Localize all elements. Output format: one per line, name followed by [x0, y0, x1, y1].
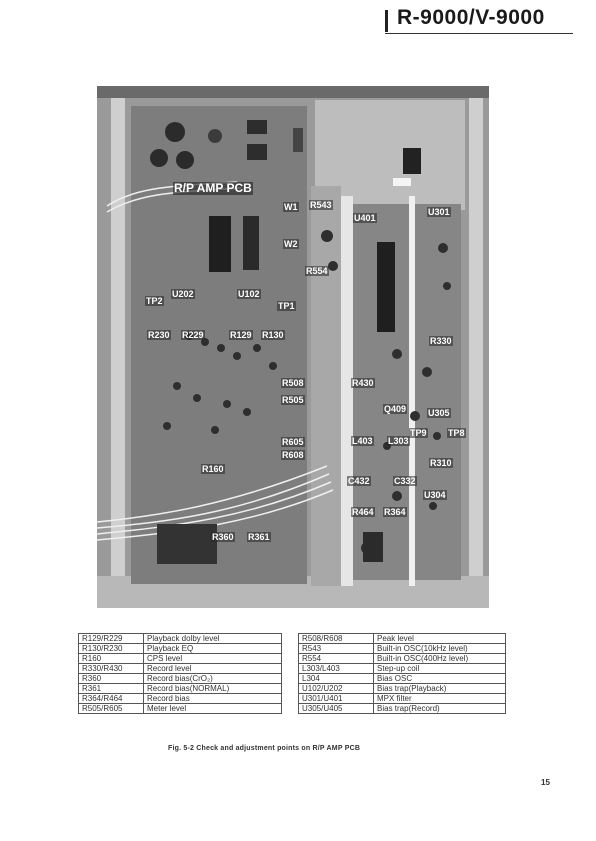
- label-r129: R129: [229, 330, 253, 340]
- label-r543: R543: [309, 200, 333, 210]
- label-w2: W2: [283, 239, 299, 249]
- part-ref: R505/R605: [78, 703, 144, 714]
- part-ref: R364/R464: [78, 693, 144, 704]
- label-tp2: TP2: [145, 296, 164, 306]
- label-tp9: TP9: [409, 428, 428, 438]
- pcb-photo: R/P AMP PCB W1 R543 U401 U301 W2 R554 TP…: [97, 86, 489, 608]
- part-function: Step-up coil: [373, 663, 506, 674]
- part-ref: R508/R608: [298, 633, 374, 644]
- label-r605: R605: [281, 437, 305, 447]
- pcb-photo-drawing: [97, 86, 489, 608]
- part-ref: R361: [78, 683, 144, 694]
- part-ref: R330/R430: [78, 663, 144, 674]
- label-u301: U301: [427, 207, 451, 217]
- board-title: R/P AMP PCB: [173, 181, 253, 195]
- label-u202: U202: [171, 289, 195, 299]
- label-r508: R508: [281, 378, 305, 388]
- part-function: Meter level: [143, 703, 282, 714]
- part-function: Record bias(CrO₂): [143, 673, 282, 684]
- part-ref: U102/U202: [298, 683, 374, 694]
- part-ref: R554: [298, 653, 374, 664]
- part-ref: R160: [78, 653, 144, 664]
- model-title: R-9000/V-9000: [397, 6, 545, 29]
- part-function: Playback EQ: [143, 643, 282, 654]
- part-function: MPX filter: [373, 693, 506, 704]
- label-u102: U102: [237, 289, 261, 299]
- label-r608: R608: [281, 450, 305, 460]
- label-r360: R360: [211, 532, 235, 542]
- label-w1: W1: [283, 202, 299, 212]
- label-q409: Q409: [383, 404, 408, 414]
- label-r229: R229: [181, 330, 205, 340]
- header-rule: [385, 33, 573, 34]
- label-c332: C332: [393, 476, 417, 486]
- part-ref: R130/R230: [78, 643, 144, 654]
- label-r330: R330: [429, 336, 453, 346]
- part-ref: R543: [298, 643, 374, 654]
- label-r310: R310: [429, 458, 453, 468]
- part-function: Bias OSC: [373, 673, 506, 684]
- part-function: Bias trap(Playback): [373, 683, 506, 694]
- part-function: CPS level: [143, 653, 282, 664]
- label-u401: U401: [353, 213, 377, 223]
- figure-caption: Fig. 5-2 Check and adjustment points on …: [168, 745, 361, 752]
- part-ref: L304: [298, 673, 374, 684]
- part-ref: U305/U405: [298, 703, 374, 714]
- label-r361: R361: [247, 532, 271, 542]
- part-ref: U301/U401: [298, 693, 374, 704]
- label-r554: R554: [305, 266, 329, 276]
- part-ref: L303/L403: [298, 663, 374, 674]
- page-header: R-9000/V-9000: [385, 4, 573, 34]
- part-function: Peak level: [373, 633, 506, 644]
- header-bar: [385, 10, 388, 32]
- label-r160: R160: [201, 464, 225, 474]
- label-tp1: TP1: [277, 301, 296, 311]
- label-l403: L403: [351, 436, 374, 446]
- label-tp8: TP8: [447, 428, 466, 438]
- part-function: Bias trap(Record): [373, 703, 506, 714]
- part-ref: R360: [78, 673, 144, 684]
- label-r230: R230: [147, 330, 171, 340]
- part-function: Record bias(NORMAL): [143, 683, 282, 694]
- part-function: Record level: [143, 663, 282, 674]
- label-r505: R505: [281, 395, 305, 405]
- page-number: 15: [541, 778, 550, 787]
- label-u305: U305: [427, 408, 451, 418]
- label-r464: R464: [351, 507, 375, 517]
- label-r364: R364: [383, 507, 407, 517]
- label-c432: C432: [347, 476, 371, 486]
- part-function: Record bias: [143, 693, 282, 704]
- part-function: Built-in OSC(400Hz level): [373, 653, 506, 664]
- label-r430: R430: [351, 378, 375, 388]
- part-function: Built-in OSC(10kHz level): [373, 643, 506, 654]
- label-l303: L303: [387, 436, 410, 446]
- part-ref: R129/R229: [78, 633, 144, 644]
- label-r130: R130: [261, 330, 285, 340]
- label-u304: U304: [423, 490, 447, 500]
- part-function: Playback dolby level: [143, 633, 282, 644]
